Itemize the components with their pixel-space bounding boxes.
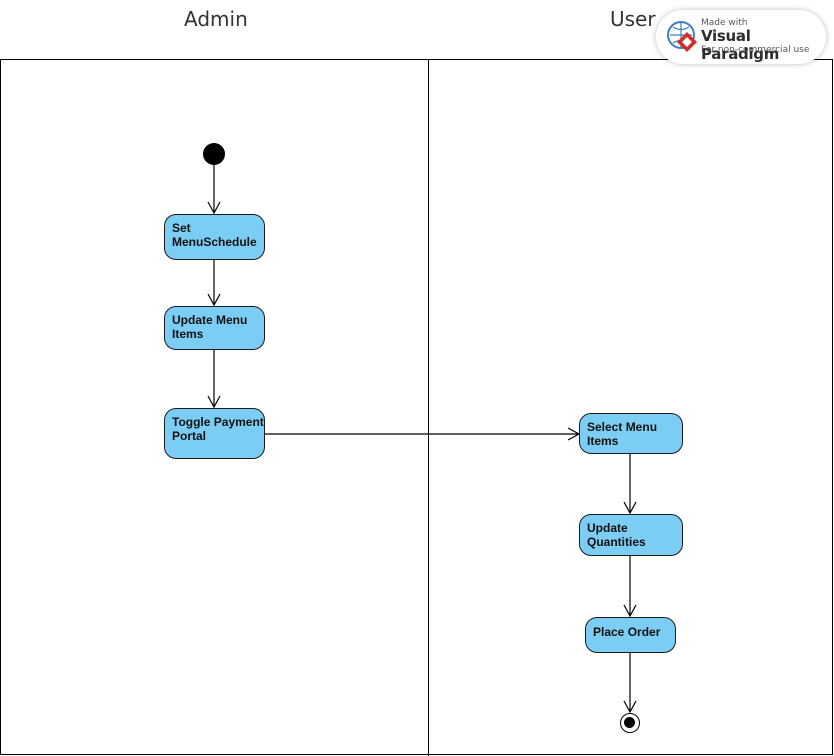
arrowhead: [207, 293, 221, 307]
watermark-made-with: Made with: [701, 18, 748, 28]
watermark-usage: For non-commercial use: [701, 45, 810, 55]
initial-node: [203, 143, 225, 165]
final-node: [620, 713, 640, 733]
action-set-menu-schedule[interactable]: Set MenuSchedule: [164, 214, 265, 260]
visual-paradigm-watermark: Made with Visual Paradigm For non-commer…: [656, 10, 826, 64]
arrowhead: [207, 201, 221, 215]
arrowhead: [207, 395, 221, 409]
swimlane-frame: [0, 59, 833, 755]
visual-paradigm-logo-icon: [667, 21, 697, 52]
final-node-dot: [624, 717, 635, 728]
watermark-brand: Visual Paradigm: [701, 27, 780, 63]
action-place-order[interactable]: Place Order: [585, 617, 676, 653]
action-toggle-payment-portal[interactable]: Toggle Payment Portal: [164, 408, 265, 459]
user-lane-title: User: [610, 7, 656, 31]
action-select-menu-items[interactable]: Select Menu Items: [579, 413, 683, 454]
swimlane-divider: [428, 59, 429, 756]
arrowhead: [623, 700, 637, 714]
action-update-menu-items[interactable]: Update Menu Items: [164, 306, 265, 350]
arrowhead: [623, 501, 637, 515]
action-update-quantities[interactable]: Update Quantities: [579, 514, 683, 556]
admin-lane-title: Admin: [184, 7, 248, 31]
arrowhead: [623, 604, 637, 618]
